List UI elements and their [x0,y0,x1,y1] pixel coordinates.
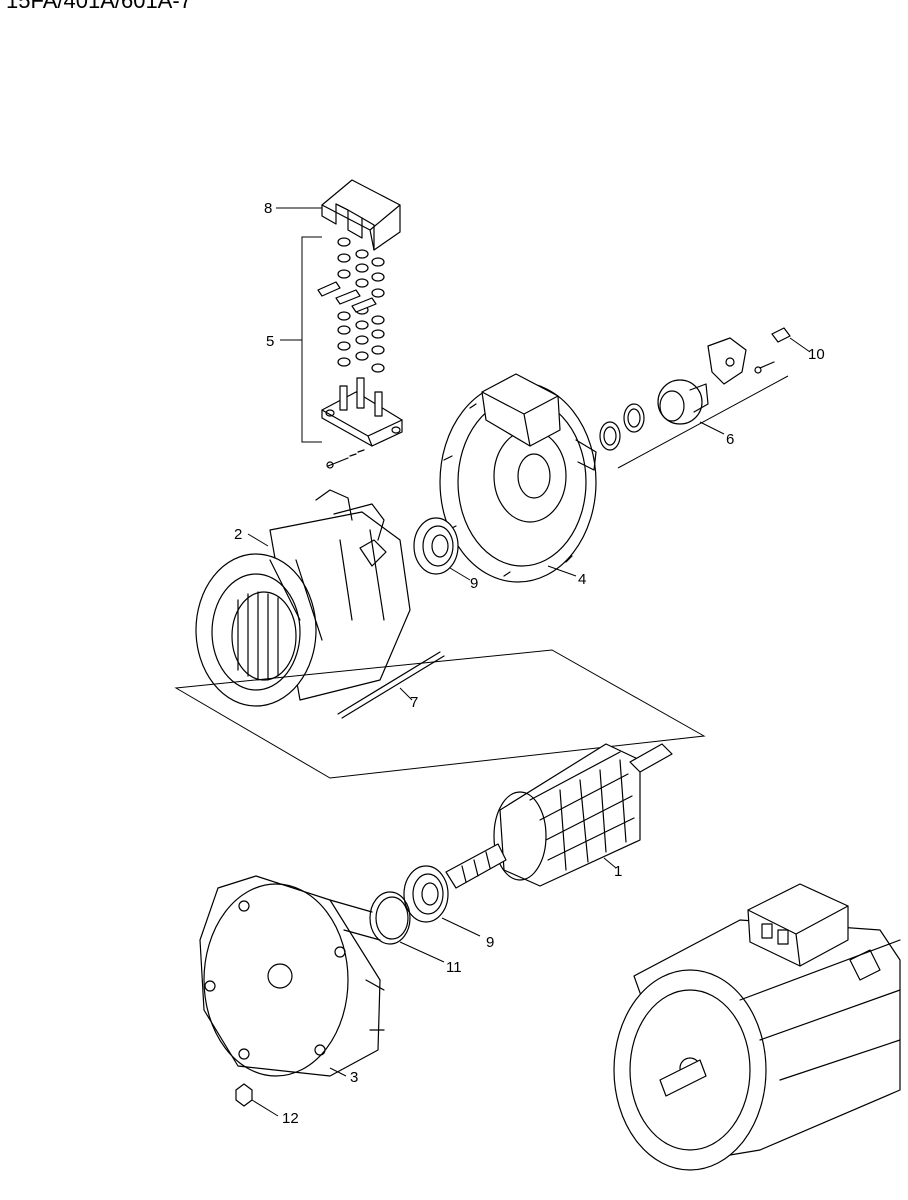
ball-bearing-lower [403,865,481,937]
stator [195,489,411,707]
ball-bearing-upper [413,517,471,581]
callout-10: 10 [808,346,825,363]
callout-9-upper: 9 [470,575,478,592]
callout-4: 4 [578,571,586,588]
brush-holder-assembly [599,337,789,469]
callout-3: 3 [350,1069,358,1086]
callout-9-lower: 9 [486,934,494,951]
hex-nut [235,1083,279,1117]
through-bolt [174,649,706,779]
callout-8: 8 [264,200,272,217]
end-bracket [439,373,597,583]
callout-12: 12 [282,1110,299,1127]
terminal-cover [321,179,401,251]
brush-part [771,327,811,353]
callout-numbers: 8 5 10 6 2 9 4 7 1 9 11 3 12 [234,200,825,1127]
callout-5: 5 [266,333,274,350]
callout-6: 6 [726,431,734,448]
rear-cover [199,875,385,1077]
rotor [445,743,673,889]
terminal-hardware-set [301,236,403,469]
page-title: 15FA/401A/601A-7 [6,0,192,13]
callout-7: 7 [410,694,418,711]
callout-1: 1 [614,863,622,880]
callout-2: 2 [234,526,242,543]
callout-11: 11 [446,959,462,976]
o-ring [369,891,445,963]
assembled-generator [613,883,901,1171]
